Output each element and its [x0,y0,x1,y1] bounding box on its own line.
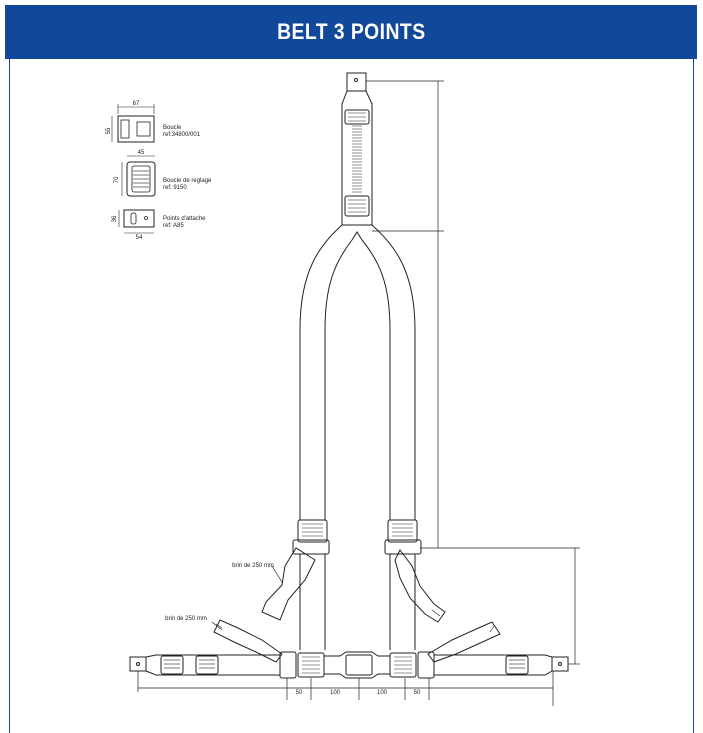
reglage-height: 70 [114,176,120,183]
dimension-lines [137,80,580,706]
legend-points-attache: 36 54 Points d'attache ref: A85 [112,209,206,241]
belt-right-adjuster [384,519,446,650]
belt-upper-anchor [341,72,373,226]
dimension-left-50: 50 [296,690,303,696]
boucle-ref: ref:34800/001 [163,132,201,138]
reglage-width: 45 [138,150,145,156]
legend-boucle: 67 55 Boucle ref:34800/001 [106,101,201,143]
dimension-right-100: 100 [377,690,388,696]
belt-lap-strap [129,619,569,679]
attache-name: Points d'attache [163,216,206,222]
frame-border-right [693,59,694,733]
annotation-strand-upper: brin de 250 mm [232,563,274,569]
boucle-width: 67 [133,101,140,107]
belt-shoulder-straps [299,224,416,520]
attache-width: 54 [136,235,143,241]
boucle-height: 55 [106,127,112,134]
annotation-strand-lower: brin de 250 mm [165,616,207,622]
dimension-right-50: 50 [414,690,421,696]
header-banner: BELT 3 POINTS [5,5,697,59]
attache-height: 36 [112,215,118,222]
belt-left-adjuster [261,519,330,650]
page-title: BELT 3 POINTS [276,19,426,44]
reglage-name: Boucle de reglage [163,178,212,184]
attache-ref: ref: A85 [163,223,184,229]
boucle-name: Boucle [163,125,182,131]
reglage-ref: ref: 9150 [163,185,187,191]
legend-boucle-reglage: 45 70 Boucle de reglage ref: 9150 [114,150,212,197]
frame-border-left [9,59,10,733]
dimension-left-100: 100 [330,690,341,696]
